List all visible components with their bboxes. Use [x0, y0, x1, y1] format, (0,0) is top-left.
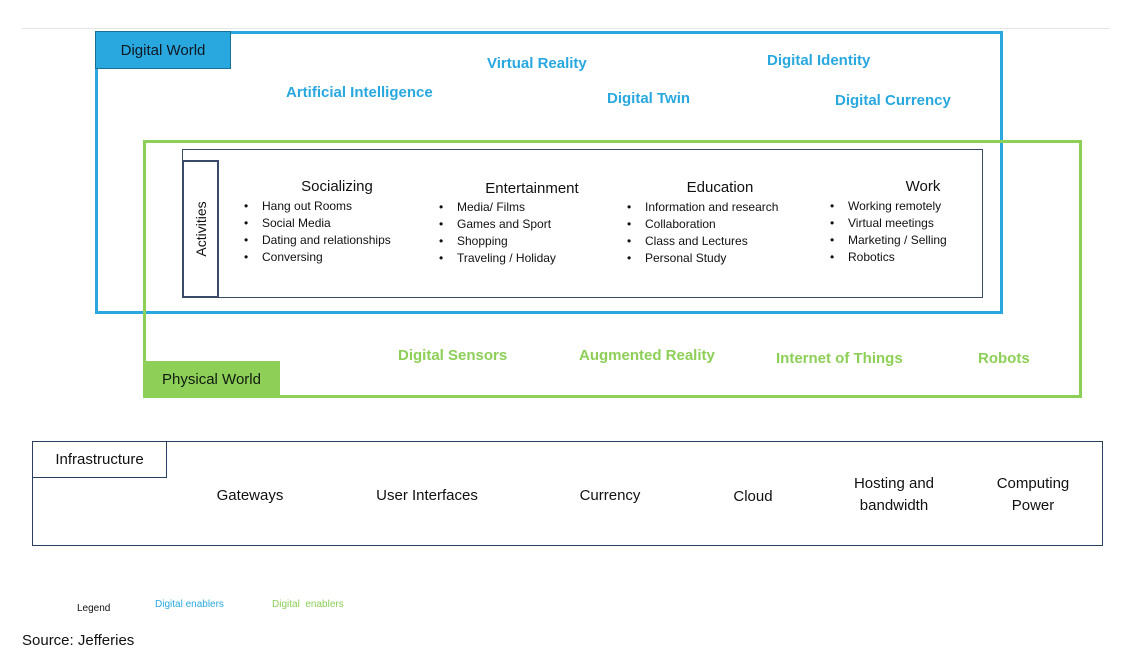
enabler-artificial-intelligence: Artificial Intelligence — [286, 84, 433, 101]
enabler-digital-sensors: Digital Sensors — [398, 347, 508, 364]
socializing-list: Hang out Rooms Social Media Dating and r… — [244, 198, 391, 266]
activities-tab: Activities — [182, 160, 219, 298]
list-item: Conversing — [244, 249, 391, 266]
list-item: Virtual meetings — [830, 215, 947, 232]
enabler-virtual-reality: Virtual Reality — [487, 55, 587, 72]
physical-world-frame — [143, 140, 1082, 398]
enabler-internet-of-things: Internet of Things — [776, 350, 903, 367]
list-item: Robotics — [830, 249, 947, 266]
infra-user-interfaces: User Interfaces — [376, 487, 478, 504]
list-item: Information and research — [627, 199, 778, 216]
infra-cloud: Cloud — [733, 488, 773, 505]
list-item: Working remotely — [830, 198, 947, 215]
column-title-entertainment: Entertainment — [485, 180, 579, 197]
infrastructure-label: Infrastructure — [32, 441, 167, 478]
column-title-work: Work — [905, 178, 941, 195]
list-item: Media/ Films — [439, 199, 556, 216]
enabler-digital-currency: Digital Currency — [835, 92, 951, 109]
legend-digital-enablers: Digital enablers — [155, 599, 224, 610]
list-item: Class and Lectures — [627, 233, 778, 250]
list-item: Dating and relationships — [244, 232, 391, 249]
digital-world-label: Digital World — [95, 31, 231, 69]
column-title-socializing: Socializing — [301, 178, 373, 195]
infra-currency: Currency — [579, 487, 641, 504]
education-list: Information and research Collaboration C… — [627, 199, 778, 267]
list-item: Collaboration — [627, 216, 778, 233]
column-title-education: Education — [686, 179, 754, 196]
list-item: Shopping — [439, 233, 556, 250]
enabler-robots: Robots — [978, 350, 1030, 367]
legend-label: Legend — [77, 603, 111, 614]
list-item: Traveling / Holiday — [439, 250, 556, 267]
list-item: Marketing / Selling — [830, 232, 947, 249]
activities-label: Activities — [192, 201, 209, 257]
source-note: Source: Jefferies — [22, 632, 135, 649]
infra-hosting-and-bandwidth: Hosting and bandwidth — [853, 475, 935, 514]
infra-gateways: Gateways — [216, 487, 284, 504]
list-item: Hang out Rooms — [244, 198, 391, 215]
digital-world-frame — [95, 31, 1003, 314]
enabler-digital-twin: Digital Twin — [607, 90, 691, 107]
entertainment-list: Media/ Films Games and Sport Shopping Tr… — [439, 199, 556, 267]
enabler-digital-identity: Digital Identity — [767, 52, 871, 69]
legend-physical-enablers: Digital enablers — [272, 599, 344, 610]
work-list: Working remotely Virtual meetings Market… — [830, 198, 947, 266]
list-item: Social Media — [244, 215, 391, 232]
top-divider — [22, 28, 1110, 29]
list-item: Games and Sport — [439, 216, 556, 233]
infrastructure-panel — [32, 441, 1103, 546]
list-item: Personal Study — [627, 250, 778, 267]
enabler-augmented-reality: Augmented Reality — [579, 347, 715, 364]
physical-world-label: Physical World — [143, 361, 280, 398]
infra-computing-power: Computing Power — [996, 475, 1070, 514]
